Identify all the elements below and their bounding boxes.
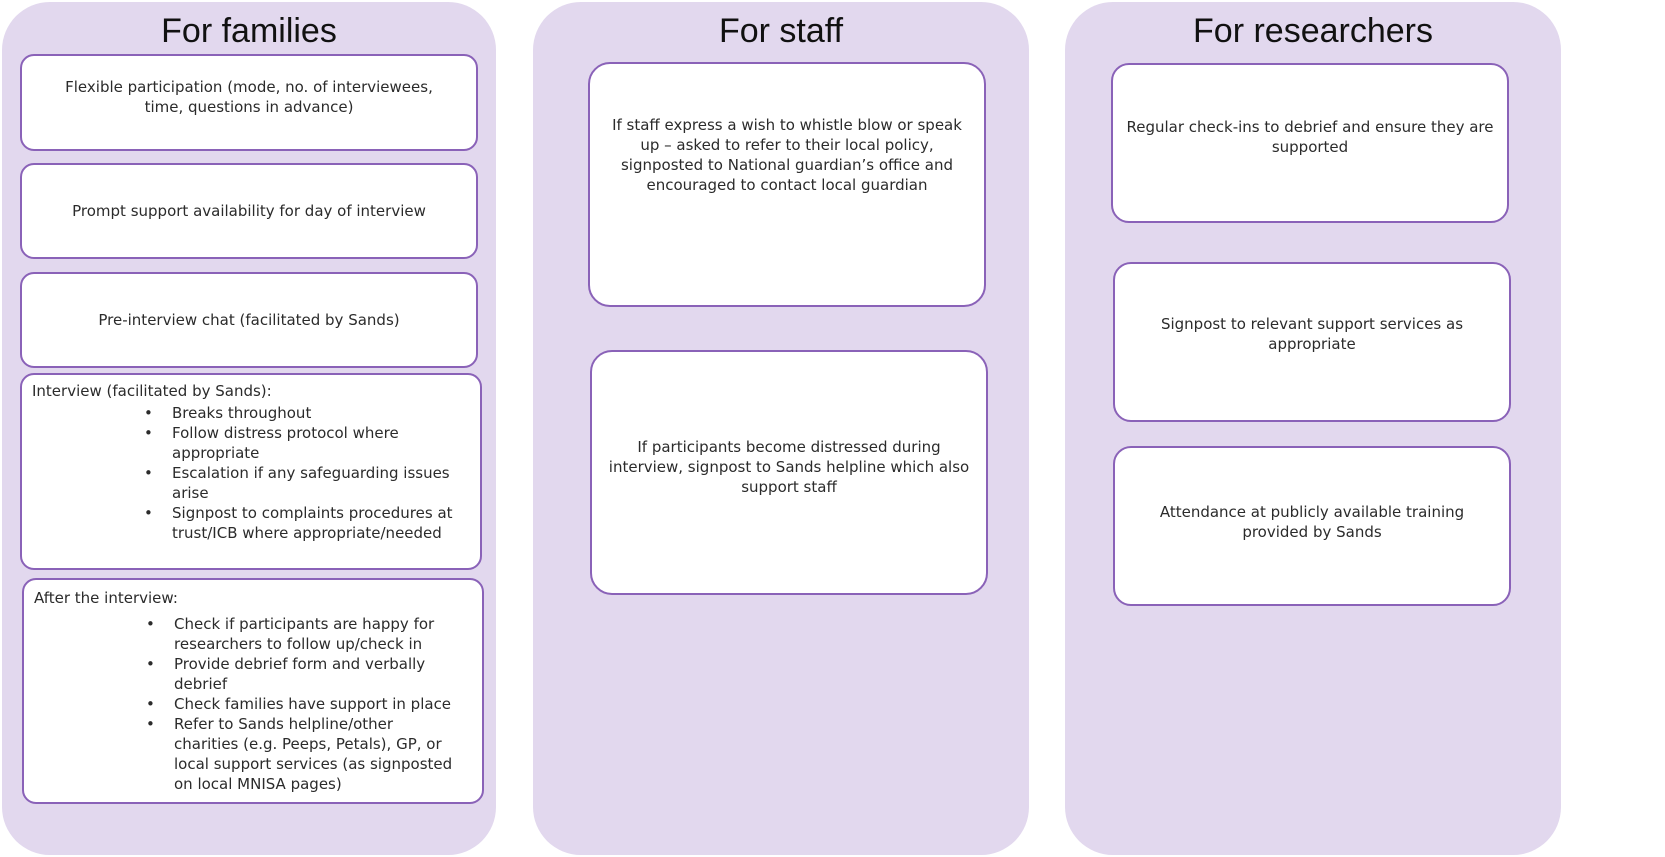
families-column: For families Flexible participation (mod… bbox=[2, 2, 496, 855]
interview-item: Breaks throughout bbox=[32, 403, 458, 423]
researchers-title: For researchers bbox=[1193, 12, 1433, 50]
pre-interview-chat-text: Pre-interview chat (facilitated by Sands… bbox=[98, 311, 400, 329]
participant-distress-box: If participants become distressed during… bbox=[590, 350, 988, 595]
staff-column: For staff If staff express a wish to whi… bbox=[533, 2, 1029, 855]
after-interview-item: Refer to Sands helpline/other charities … bbox=[34, 714, 460, 794]
after-interview-box: After the interview: Check if participan… bbox=[22, 578, 484, 804]
after-interview-item: Check if participants are happy for rese… bbox=[34, 614, 460, 654]
after-interview-heading: After the interview: bbox=[34, 589, 178, 607]
interview-list: Breaks throughout Follow distress protoc… bbox=[32, 403, 470, 543]
whistle-blow-text: If staff express a wish to whistle blow … bbox=[612, 115, 962, 194]
researchers-column: For researchers Regular check-ins to deb… bbox=[1065, 2, 1561, 855]
after-interview-list: Check if participants are happy for rese… bbox=[34, 614, 472, 794]
after-interview-item: Provide debrief form and verbally debrie… bbox=[34, 654, 460, 694]
after-interview-item: Check families have support in place bbox=[34, 694, 460, 714]
check-ins-text: Regular check-ins to debrief and ensure … bbox=[1126, 118, 1494, 156]
participant-distress-text: If participants become distressed during… bbox=[608, 437, 970, 496]
prompt-support-box: Prompt support availability for day of i… bbox=[20, 163, 478, 259]
interview-item: Signpost to complaints procedures at tru… bbox=[32, 503, 458, 543]
interview-heading: Interview (facilitated by Sands): bbox=[32, 382, 272, 400]
pre-interview-chat-box: Pre-interview chat (facilitated by Sands… bbox=[20, 272, 478, 368]
flexible-participation-box: Flexible participation (mode, no. of int… bbox=[20, 54, 478, 151]
families-title: For families bbox=[161, 12, 337, 50]
whistle-blow-box: If staff express a wish to whistle blow … bbox=[588, 62, 986, 307]
signpost-services-text: Signpost to relevant support services as… bbox=[1160, 315, 1464, 353]
interview-item: Follow distress protocol where appropria… bbox=[32, 423, 458, 463]
signpost-services-box: Signpost to relevant support services as… bbox=[1113, 262, 1511, 422]
interview-box: Interview (facilitated by Sands): Breaks… bbox=[20, 373, 482, 570]
training-text: Attendance at publicly available trainin… bbox=[1159, 503, 1465, 541]
flexible-participation-text: Flexible participation (mode, no. of int… bbox=[65, 77, 433, 116]
interview-item: Escalation if any safeguarding issues ar… bbox=[32, 463, 458, 503]
prompt-support-text: Prompt support availability for day of i… bbox=[72, 202, 426, 220]
training-box: Attendance at publicly available trainin… bbox=[1113, 446, 1511, 606]
check-ins-box: Regular check-ins to debrief and ensure … bbox=[1111, 63, 1509, 223]
staff-title: For staff bbox=[718, 12, 844, 50]
